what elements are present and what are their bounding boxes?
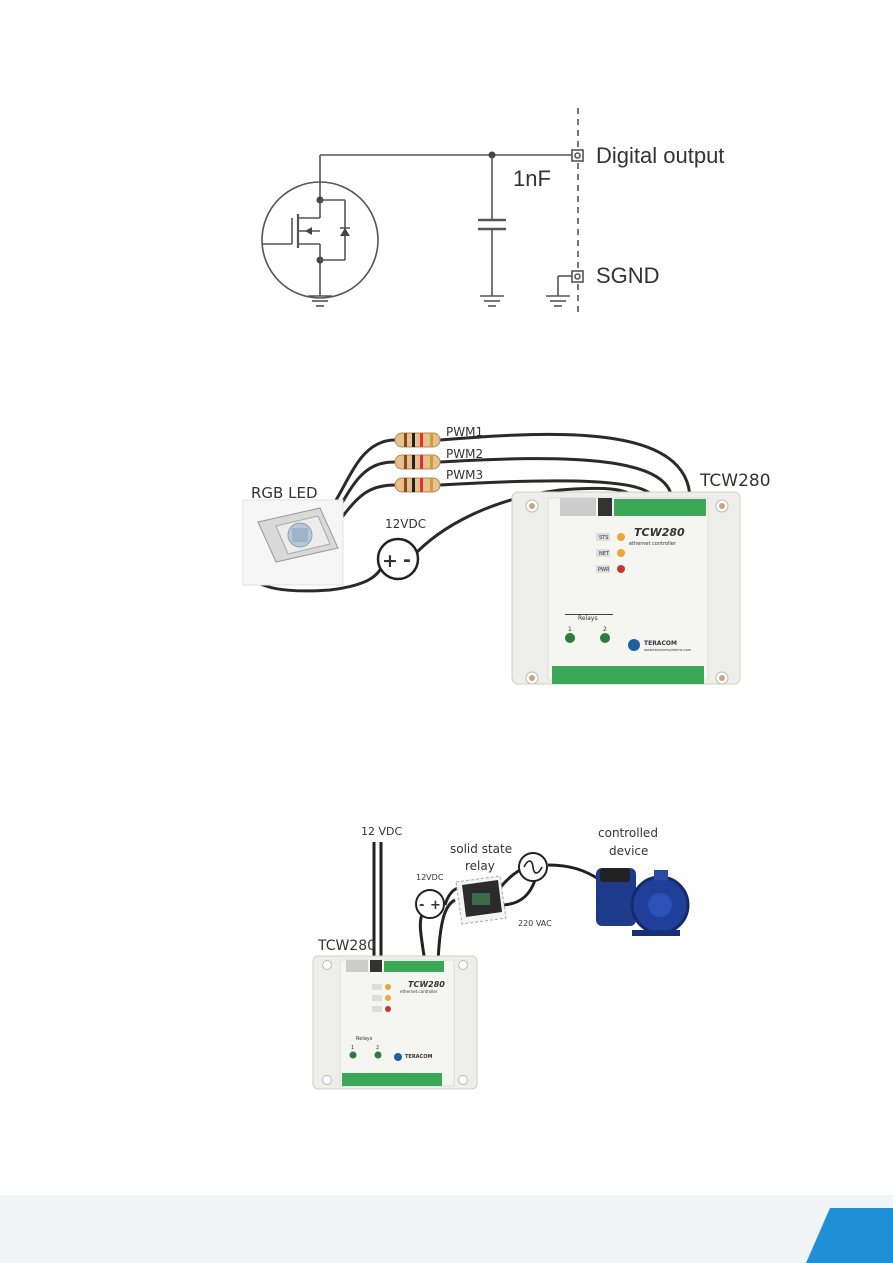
pump-image [596, 868, 690, 936]
capacitor-label: 1nF [513, 166, 551, 191]
relay-wiring-diagram: 12 VDC solid state relay 12VDC - + 220 V… [312, 825, 690, 1090]
footer-band [0, 1195, 893, 1263]
led-pwr-label: PWR [598, 567, 610, 573]
sgnd-label: SGND [596, 263, 660, 288]
controlled-label-line1: controlled [598, 826, 658, 840]
ssr-dc-source-icon [415, 889, 445, 919]
pwm3-label: PWM3 [446, 468, 483, 482]
footer-accent-tab [806, 1208, 893, 1263]
digital-output-label: Digital output [596, 143, 724, 168]
tcw280-device-2 [312, 955, 478, 1090]
mosfet-schematic [261, 108, 584, 312]
minus-sign: - [403, 549, 411, 571]
solid-state-relay [455, 875, 507, 925]
tcw280-label-2: TCW280 [317, 938, 376, 954]
relays-label: Relays [578, 615, 598, 622]
pwm1-label: PWM1 [446, 425, 483, 439]
ground-symbol [546, 295, 570, 307]
relay1-label: 1 [568, 626, 572, 633]
terminal-digital-output [571, 149, 584, 162]
rgb-led-module [257, 507, 339, 563]
resistor-pwm3 [394, 477, 441, 493]
supply-label: 12VDC [385, 517, 426, 531]
pwm2-label: PWM2 [446, 447, 483, 461]
led-sts-label: STS [599, 535, 608, 541]
tcw280-device [511, 491, 741, 685]
device-title: TCW280 [634, 526, 685, 539]
ssr-plus: + [430, 898, 441, 913]
tcw280-label: TCW280 [699, 471, 771, 491]
relay1-label-2: 1 [351, 1045, 354, 1051]
plus-sign: + [382, 550, 398, 572]
ssr-label-line2: relay [465, 859, 495, 873]
led-net-label: NET [599, 551, 610, 557]
ssr-minus: - [419, 898, 424, 913]
resistor-pwm1 [394, 432, 441, 448]
relay2-label-2: 2 [376, 1045, 379, 1051]
relays-label-2: Relays [356, 1036, 373, 1042]
relay2-label: 2 [603, 626, 607, 633]
device-subtitle: ethernet controller [629, 541, 677, 547]
website-label: www.teracomsystems.com [644, 648, 692, 652]
ground-symbol [480, 295, 504, 307]
device-title-2: TCW280 [408, 980, 445, 989]
controlled-label-line2: device [609, 844, 648, 858]
rgb-led-label: RGB LED [251, 484, 318, 502]
ssr-supply-label: 12VDC [416, 873, 444, 882]
supply-top-label: 12 VDC [361, 825, 402, 838]
terminal-sgnd [571, 270, 584, 283]
brand-label-2: TERACOM [405, 1054, 432, 1060]
dc-source-icon [376, 537, 420, 581]
brand-label: TERACOM [644, 640, 677, 647]
resistor-pwm2 [394, 454, 441, 470]
ac-label: 220 VAC [518, 919, 552, 928]
ssr-label-line1: solid state [450, 842, 512, 856]
device-subtitle-2: ethernet controller [400, 989, 438, 994]
pwm-wiring-diagram: PWM1 PWM2 PWM3 RGB LED 12VDC + - TCW280 [242, 425, 771, 685]
